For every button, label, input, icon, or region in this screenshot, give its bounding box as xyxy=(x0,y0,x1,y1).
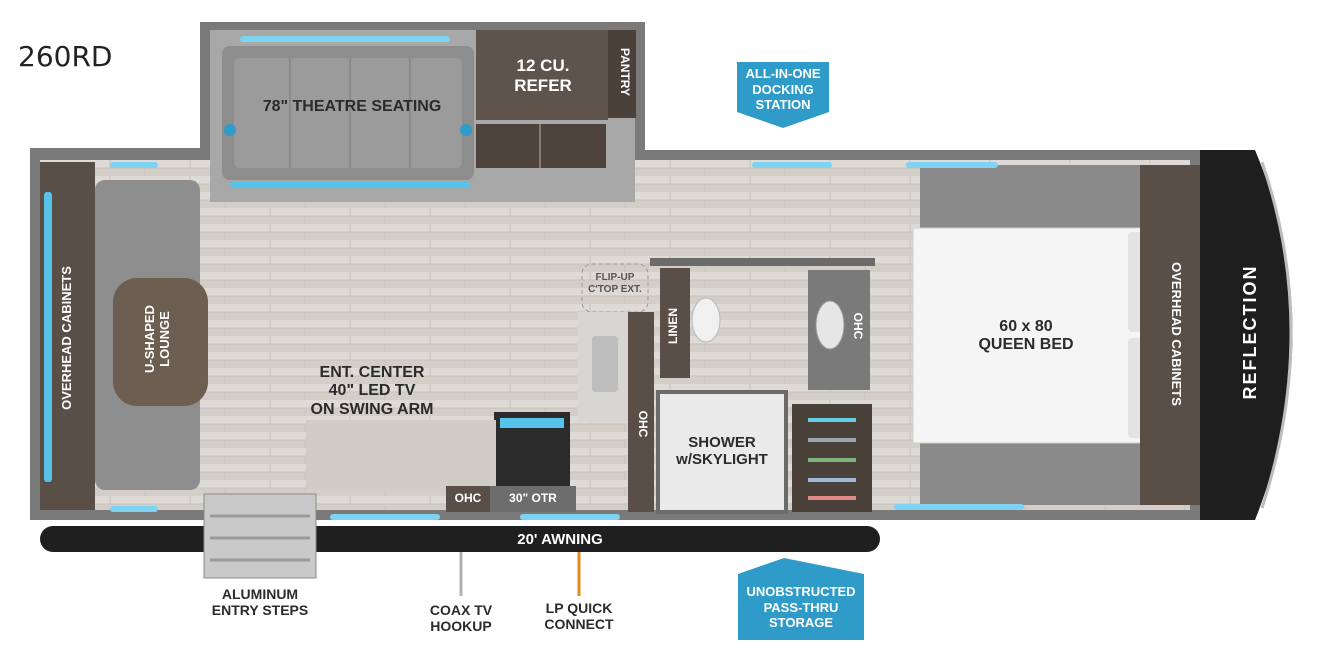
pantry-cabinet xyxy=(608,30,636,118)
coax-label: COAX TV HOOKUP xyxy=(429,602,493,635)
kitchen-sink xyxy=(592,336,618,392)
ohc-kitchen-label: OHC xyxy=(636,410,650,438)
lounge-table xyxy=(113,278,208,406)
otr xyxy=(490,486,576,512)
shower xyxy=(656,390,788,514)
overhead-left-label: OVERHEAD CABINETS xyxy=(59,266,74,410)
theatre-seating-label: 78" THEATRE SEATING xyxy=(262,98,442,115)
model-number: 260RD xyxy=(18,40,113,73)
storage-callout: UNOBSTRUCTED PASS-THRU STORAGE xyxy=(746,584,856,631)
toilet xyxy=(691,297,721,343)
brand-mark: REFLECTION xyxy=(1240,264,1260,400)
storage-callout-shape xyxy=(738,558,864,640)
lp-label: LP QUICK CONNECT xyxy=(544,600,614,633)
steps-label: ALUMINUM ENTRY STEPS xyxy=(211,586,309,619)
cupholder-left xyxy=(224,124,236,136)
ent-center-label: ENT. CENTER 40" LED TV ON SWING ARM xyxy=(310,364,434,418)
docking-callout: ALL-IN-ONE DOCKING STATION xyxy=(745,66,821,113)
ohc-bath-label: OHC xyxy=(851,312,865,340)
ohc-low xyxy=(446,486,490,512)
pantry-label: PANTRY xyxy=(618,48,632,96)
bed-label: 60 x 80 QUEEN BED xyxy=(978,318,1074,354)
cupholder-right xyxy=(460,124,472,136)
entry-steps xyxy=(203,493,317,579)
ohc-low-label: OHC xyxy=(454,491,482,505)
island-counter xyxy=(306,420,496,490)
overhead-right-label: OVERHEAD CABINETS xyxy=(1169,262,1184,406)
docking-callout-shape xyxy=(737,62,829,128)
bedroom-cabinets xyxy=(1140,165,1200,505)
linen-label: LINEN xyxy=(666,308,680,344)
front-cap xyxy=(1200,150,1293,520)
kitchen-cabinet-ohc xyxy=(628,312,654,512)
bath-sink xyxy=(815,300,845,350)
linen-cabinet xyxy=(660,268,690,378)
bath-wall xyxy=(650,258,875,266)
shower-label: SHOWER w/SKYLIGHT xyxy=(676,434,768,469)
lounge-label: U-SHAPED LOUNGE xyxy=(142,305,172,373)
otr-label: 30" OTR xyxy=(509,491,557,505)
refrigerator xyxy=(476,30,608,120)
refer-label: 12 CU. REFER xyxy=(514,56,572,95)
flip-up-label: FLIP-UP C'TOP EXT. xyxy=(588,272,642,295)
queen-bed xyxy=(912,227,1142,444)
awning-label: 20' AWNING xyxy=(517,531,603,548)
